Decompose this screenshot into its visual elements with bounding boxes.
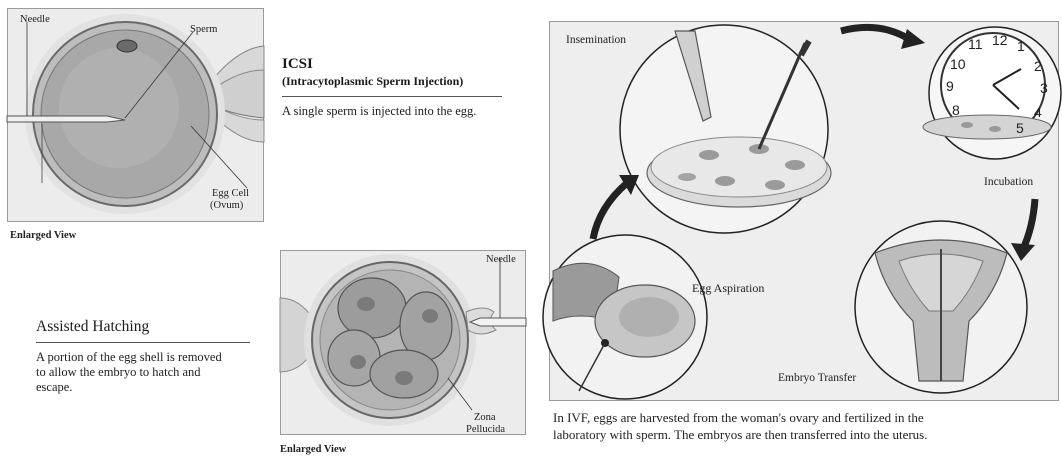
hatching-description-line3: escape.: [36, 380, 72, 395]
clock-number-8: 8: [952, 104, 960, 116]
icsi-title: ICSI: [282, 56, 313, 73]
clock-number-1: 1: [1017, 40, 1025, 52]
clock-number-3: 3: [1040, 82, 1048, 94]
ivf-caption-line1: In IVF, eggs are harvested from the woma…: [553, 410, 924, 425]
clock-number-11: 11: [968, 38, 983, 50]
hatching-divider: [36, 342, 250, 343]
ivf-illustration: [549, 21, 1059, 401]
ivf-caption-line2: laboratory with sperm. The embryos are t…: [553, 427, 927, 442]
clock-number-9: 9: [946, 80, 954, 92]
icsi-needle-label: Needle: [20, 14, 50, 26]
hatching-zona-label-line1: Zona: [474, 412, 496, 424]
clock-number-10: 10: [950, 58, 966, 70]
ivf-incubation-label: Incubation: [984, 176, 1033, 188]
icsi-sperm-label: Sperm: [190, 24, 217, 36]
clock-number-12: 12: [992, 34, 1008, 46]
hatching-illustration: [280, 250, 526, 435]
ivf-insemination-label: Insemination: [566, 34, 626, 46]
hatching-zona-label-line2: Pellucida: [466, 424, 505, 436]
icsi-subtitle: (Intracytoplasmic Sperm Injection): [282, 74, 463, 89]
hatching-description-line2: to allow the embryo to hatch and: [36, 365, 201, 380]
ivf-egg-aspiration-label: Egg Aspiration: [692, 282, 764, 294]
hatching-needle-label: Needle: [486, 254, 516, 266]
clock-number-5: 5: [1016, 122, 1024, 134]
icsi-egg-label-line2: (Ovum): [210, 200, 243, 212]
ivf-embryo-transfer-label: Embryo Transfer: [778, 372, 856, 384]
icsi-description: A single sperm is injected into the egg.: [282, 104, 476, 119]
clock-number-4: 4: [1034, 106, 1042, 118]
hatching-description-line1: A portion of the egg shell is removed: [36, 350, 222, 365]
icsi-divider: [282, 96, 502, 97]
hatching-enlarged-view-caption: Enlarged View: [280, 444, 346, 455]
icsi-enlarged-view-caption: Enlarged View: [10, 230, 76, 241]
clock-number-2: 2: [1034, 60, 1042, 72]
hatching-title: Assisted Hatching: [36, 318, 149, 336]
icsi-egg-label-line1: Egg Cell: [212, 188, 249, 200]
